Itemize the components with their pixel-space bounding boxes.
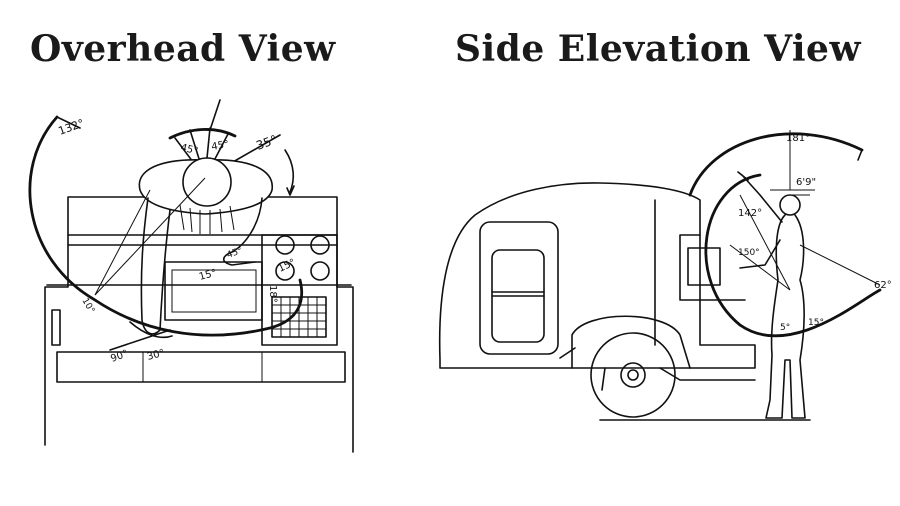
angle-label-18: 18° [267,285,278,303]
burner-4 [275,261,295,281]
human-figure-overhead [138,157,273,335]
angle-label-45-right: 45° [211,139,230,153]
wheel-and-fender [559,315,811,421]
angle-label-150: 150° [738,248,760,258]
wheel-hub [620,362,646,388]
human-figure-side [737,171,806,419]
angle-label-15: 15° [198,268,218,283]
angle-label-181: 181° [786,133,810,144]
burner-2 [310,235,330,255]
grill-grid [271,296,327,338]
side-elevation-drawing: 181° 6'9" 142° 150° 62° 5° 15° [438,130,892,421]
side-window [479,221,559,355]
shoulder-rotation-arc [168,128,237,140]
wheel [590,332,676,418]
kitchen-galley-top [164,234,338,346]
angle-label-5: 5° [780,323,790,333]
vertical-reach-arc [704,173,882,338]
height-label: 6'9" [796,177,816,188]
hatch-swing-arc [688,132,864,197]
angle-label-15-side: 15° [808,318,824,328]
overhead-view-drawing: 132° 35° 45° 45° 15° 90° 30° 10° 45° 15°… [28,99,354,453]
head-top [182,157,232,207]
teardrop-trailer-body [438,182,756,391]
side-elevation-view-title: Side Elevation View [455,28,861,70]
burner-3 [310,261,330,281]
angle-label-35: 35° [254,132,279,152]
angle-label-62: 62° [874,280,892,291]
overhead-view-title: Overhead View [30,28,336,70]
angle-label-90: 90° [109,348,129,364]
burner-1 [275,235,295,255]
angle-label-45-left: 45° [179,142,199,157]
angle-label-hand: 45° [226,246,244,261]
angle-label-142: 142° [738,208,762,219]
angle-label-30: 30° [146,348,166,363]
horizontal-reach-arc [28,115,304,337]
